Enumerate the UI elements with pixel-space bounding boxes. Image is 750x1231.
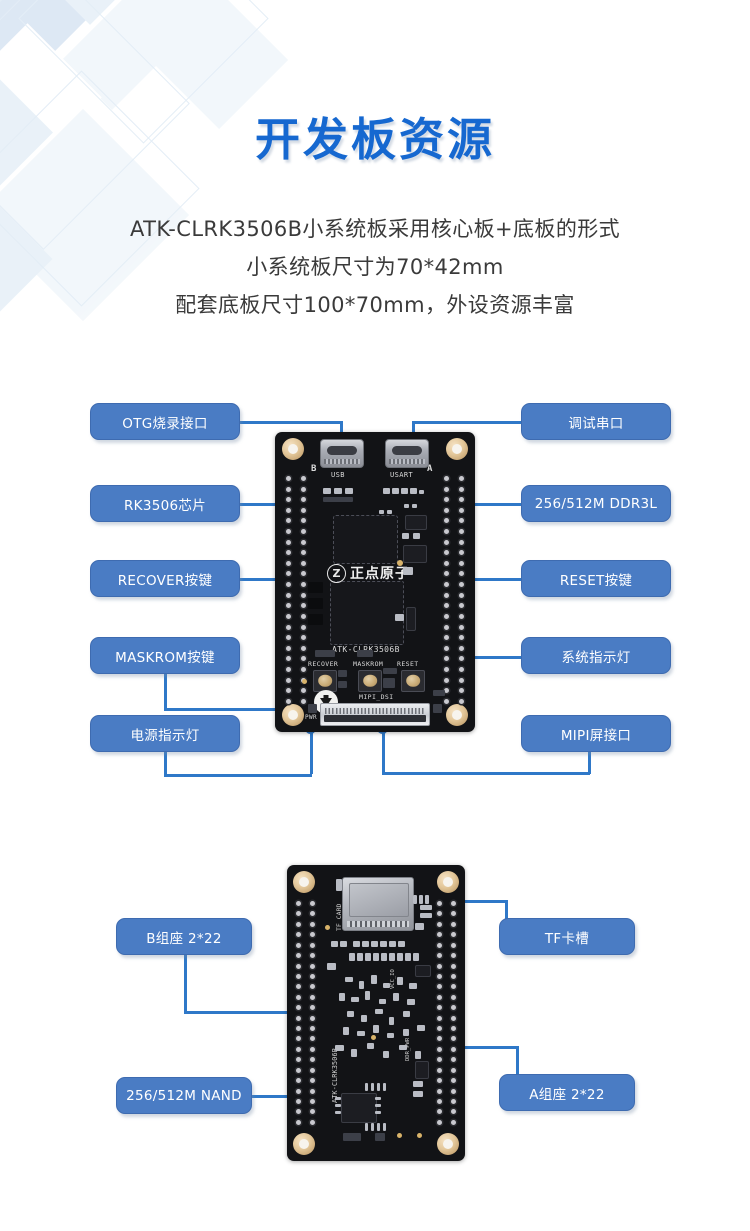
leader-asocket-v2	[516, 1046, 519, 1074]
leader-mipi-v2	[382, 728, 385, 774]
rk3506-soc-outline	[330, 581, 404, 645]
callout-recover[interactable]: RECOVER按键	[90, 560, 240, 597]
mounting-hole-tr	[446, 438, 468, 460]
silk-btn-recover: RECOVER	[308, 660, 339, 668]
back-mounting-hole-tr	[437, 871, 459, 893]
sys-led	[397, 560, 403, 566]
nand-flash-chip	[341, 1093, 377, 1123]
silk-pwr: PWR	[305, 714, 318, 721]
page-description: ATK-CLRK3506B小系统板采用核心板+底板的形式 小系统板尺寸为70*4…	[0, 210, 750, 324]
back-pin-header-a-col1	[437, 901, 442, 1125]
silk-tf-card: TF CARD	[335, 903, 343, 931]
front-pcb-board: USB USART B A	[275, 432, 475, 732]
leader-maskrom-v	[164, 674, 167, 710]
callout-tf-slot-label: TF卡槽	[544, 930, 590, 947]
alientek-logo: Z 正点原子	[327, 563, 410, 583]
callout-mipi-label: MIPI屏接口	[560, 727, 632, 744]
power-led	[302, 679, 307, 684]
leader-reset-h	[435, 578, 521, 581]
maskrom-button[interactable]	[358, 670, 382, 692]
logo-z-mark: Z	[327, 563, 346, 583]
silk-front-partnumber: ATK-CLRK3506B	[332, 645, 400, 654]
callout-ddr3l[interactable]: 256/512M DDR3L	[521, 485, 671, 522]
back-mounting-hole-bl	[293, 1133, 315, 1155]
callout-power-led-label: 电源指示灯	[130, 727, 200, 744]
callout-group-a-socket[interactable]: A组座 2*22	[499, 1074, 635, 1111]
leader-mipi-v	[588, 752, 591, 774]
callout-nand-label: 256/512M NAND	[126, 1087, 242, 1104]
silk-btn-maskrom: MASKROM	[353, 660, 384, 668]
leader-uart-h	[412, 421, 521, 424]
callout-ddr3l-label: 256/512M DDR3L	[534, 495, 658, 512]
callout-reset[interactable]: RESET按键	[521, 560, 671, 597]
silk-group-a: A	[427, 464, 433, 474]
ddr3l-chip	[333, 515, 398, 564]
callout-reset-label: RESET按键	[559, 572, 633, 589]
callout-power-led[interactable]: 电源指示灯	[90, 715, 240, 752]
silk-back-partnumber: ATK-CLRK3506B	[331, 1048, 339, 1103]
callout-rk3506-label: RK3506芯片	[124, 497, 206, 514]
mounting-hole-bl	[282, 704, 304, 726]
silk-usart: USART	[390, 471, 414, 479]
back-mounting-hole-br	[437, 1133, 459, 1155]
leader-bsocket-v	[184, 955, 187, 1013]
usart-connector	[385, 439, 429, 468]
callout-otg[interactable]: OTG烧录接口	[90, 403, 240, 440]
usb-otg-connector	[320, 439, 364, 468]
callout-group-b-socket-label: B组座 2*22	[146, 930, 222, 947]
pin-header-a-col2	[459, 476, 464, 704]
reset-button[interactable]	[401, 670, 425, 692]
description-line-2: 小系统板尺寸为70*42mm	[246, 255, 504, 279]
callout-otg-label: OTG烧录接口	[122, 415, 208, 432]
recover-button[interactable]	[313, 670, 337, 692]
silk-group-b: B	[311, 464, 317, 474]
leader-mipi-h	[382, 772, 590, 775]
callout-rk3506[interactable]: RK3506芯片	[90, 485, 240, 522]
back-pin-header-a-col2	[451, 901, 456, 1125]
leader-powerled-h	[164, 774, 312, 777]
mipi-dsi-connector	[320, 703, 430, 726]
callout-group-a-socket-label: A组座 2*22	[529, 1086, 605, 1103]
silk-usb: USB	[331, 471, 345, 479]
leader-asocket-h	[452, 1046, 518, 1049]
leader-otg-h	[240, 421, 342, 424]
back-mounting-hole-tl	[293, 871, 315, 893]
callout-tf-slot[interactable]: TF卡槽	[499, 918, 635, 955]
back-pcb-board: TF CARD	[287, 865, 465, 1161]
tf-card-slot[interactable]	[342, 877, 414, 931]
pin-header-b-col1	[286, 476, 291, 704]
callout-maskrom[interactable]: MASKROM按键	[90, 637, 240, 674]
silk-mipi-dsi: MIPI_DSI	[359, 693, 394, 701]
callout-sys-led[interactable]: 系统指示灯	[521, 637, 671, 674]
logo-brand-text: 正点原子	[350, 566, 410, 582]
leader-powerled-v	[164, 752, 167, 776]
page-title: 开发板资源	[254, 113, 495, 166]
callout-debug-uart-label: 调试串口	[568, 415, 624, 432]
pin-header-a-col1	[444, 476, 449, 704]
leader-sysled-h	[455, 656, 521, 659]
pin-header-b-col2	[301, 476, 306, 704]
callout-maskrom-label: MASKROM按键	[115, 649, 215, 666]
callout-debug-uart[interactable]: 调试串口	[521, 403, 671, 440]
mounting-hole-tl	[282, 438, 304, 460]
leader-maskrom-h	[164, 708, 375, 711]
description-line-1: ATK-CLRK3506B小系统板采用核心板+底板的形式	[129, 217, 621, 241]
silk-btn-reset: RESET	[397, 660, 419, 668]
callout-recover-label: RECOVER按键	[117, 572, 213, 589]
leader-powerled-v2	[310, 728, 313, 774]
leader-tf-v	[505, 900, 508, 920]
back-pin-header-b-col1	[296, 901, 301, 1125]
callout-sys-led-label: 系统指示灯	[561, 649, 631, 666]
callout-nand[interactable]: 256/512M NAND	[116, 1077, 252, 1114]
callout-mipi[interactable]: MIPI屏接口	[521, 715, 671, 752]
back-pin-header-b-col2	[310, 901, 315, 1125]
silk-vcc-io: VCC_IO	[390, 969, 396, 989]
mounting-hole-br	[446, 704, 468, 726]
leader-bsocket-h	[184, 1011, 294, 1014]
description-line-3: 配套底板尺寸100*70mm，外设资源丰富	[175, 293, 575, 317]
callout-group-b-socket[interactable]: B组座 2*22	[116, 918, 252, 955]
